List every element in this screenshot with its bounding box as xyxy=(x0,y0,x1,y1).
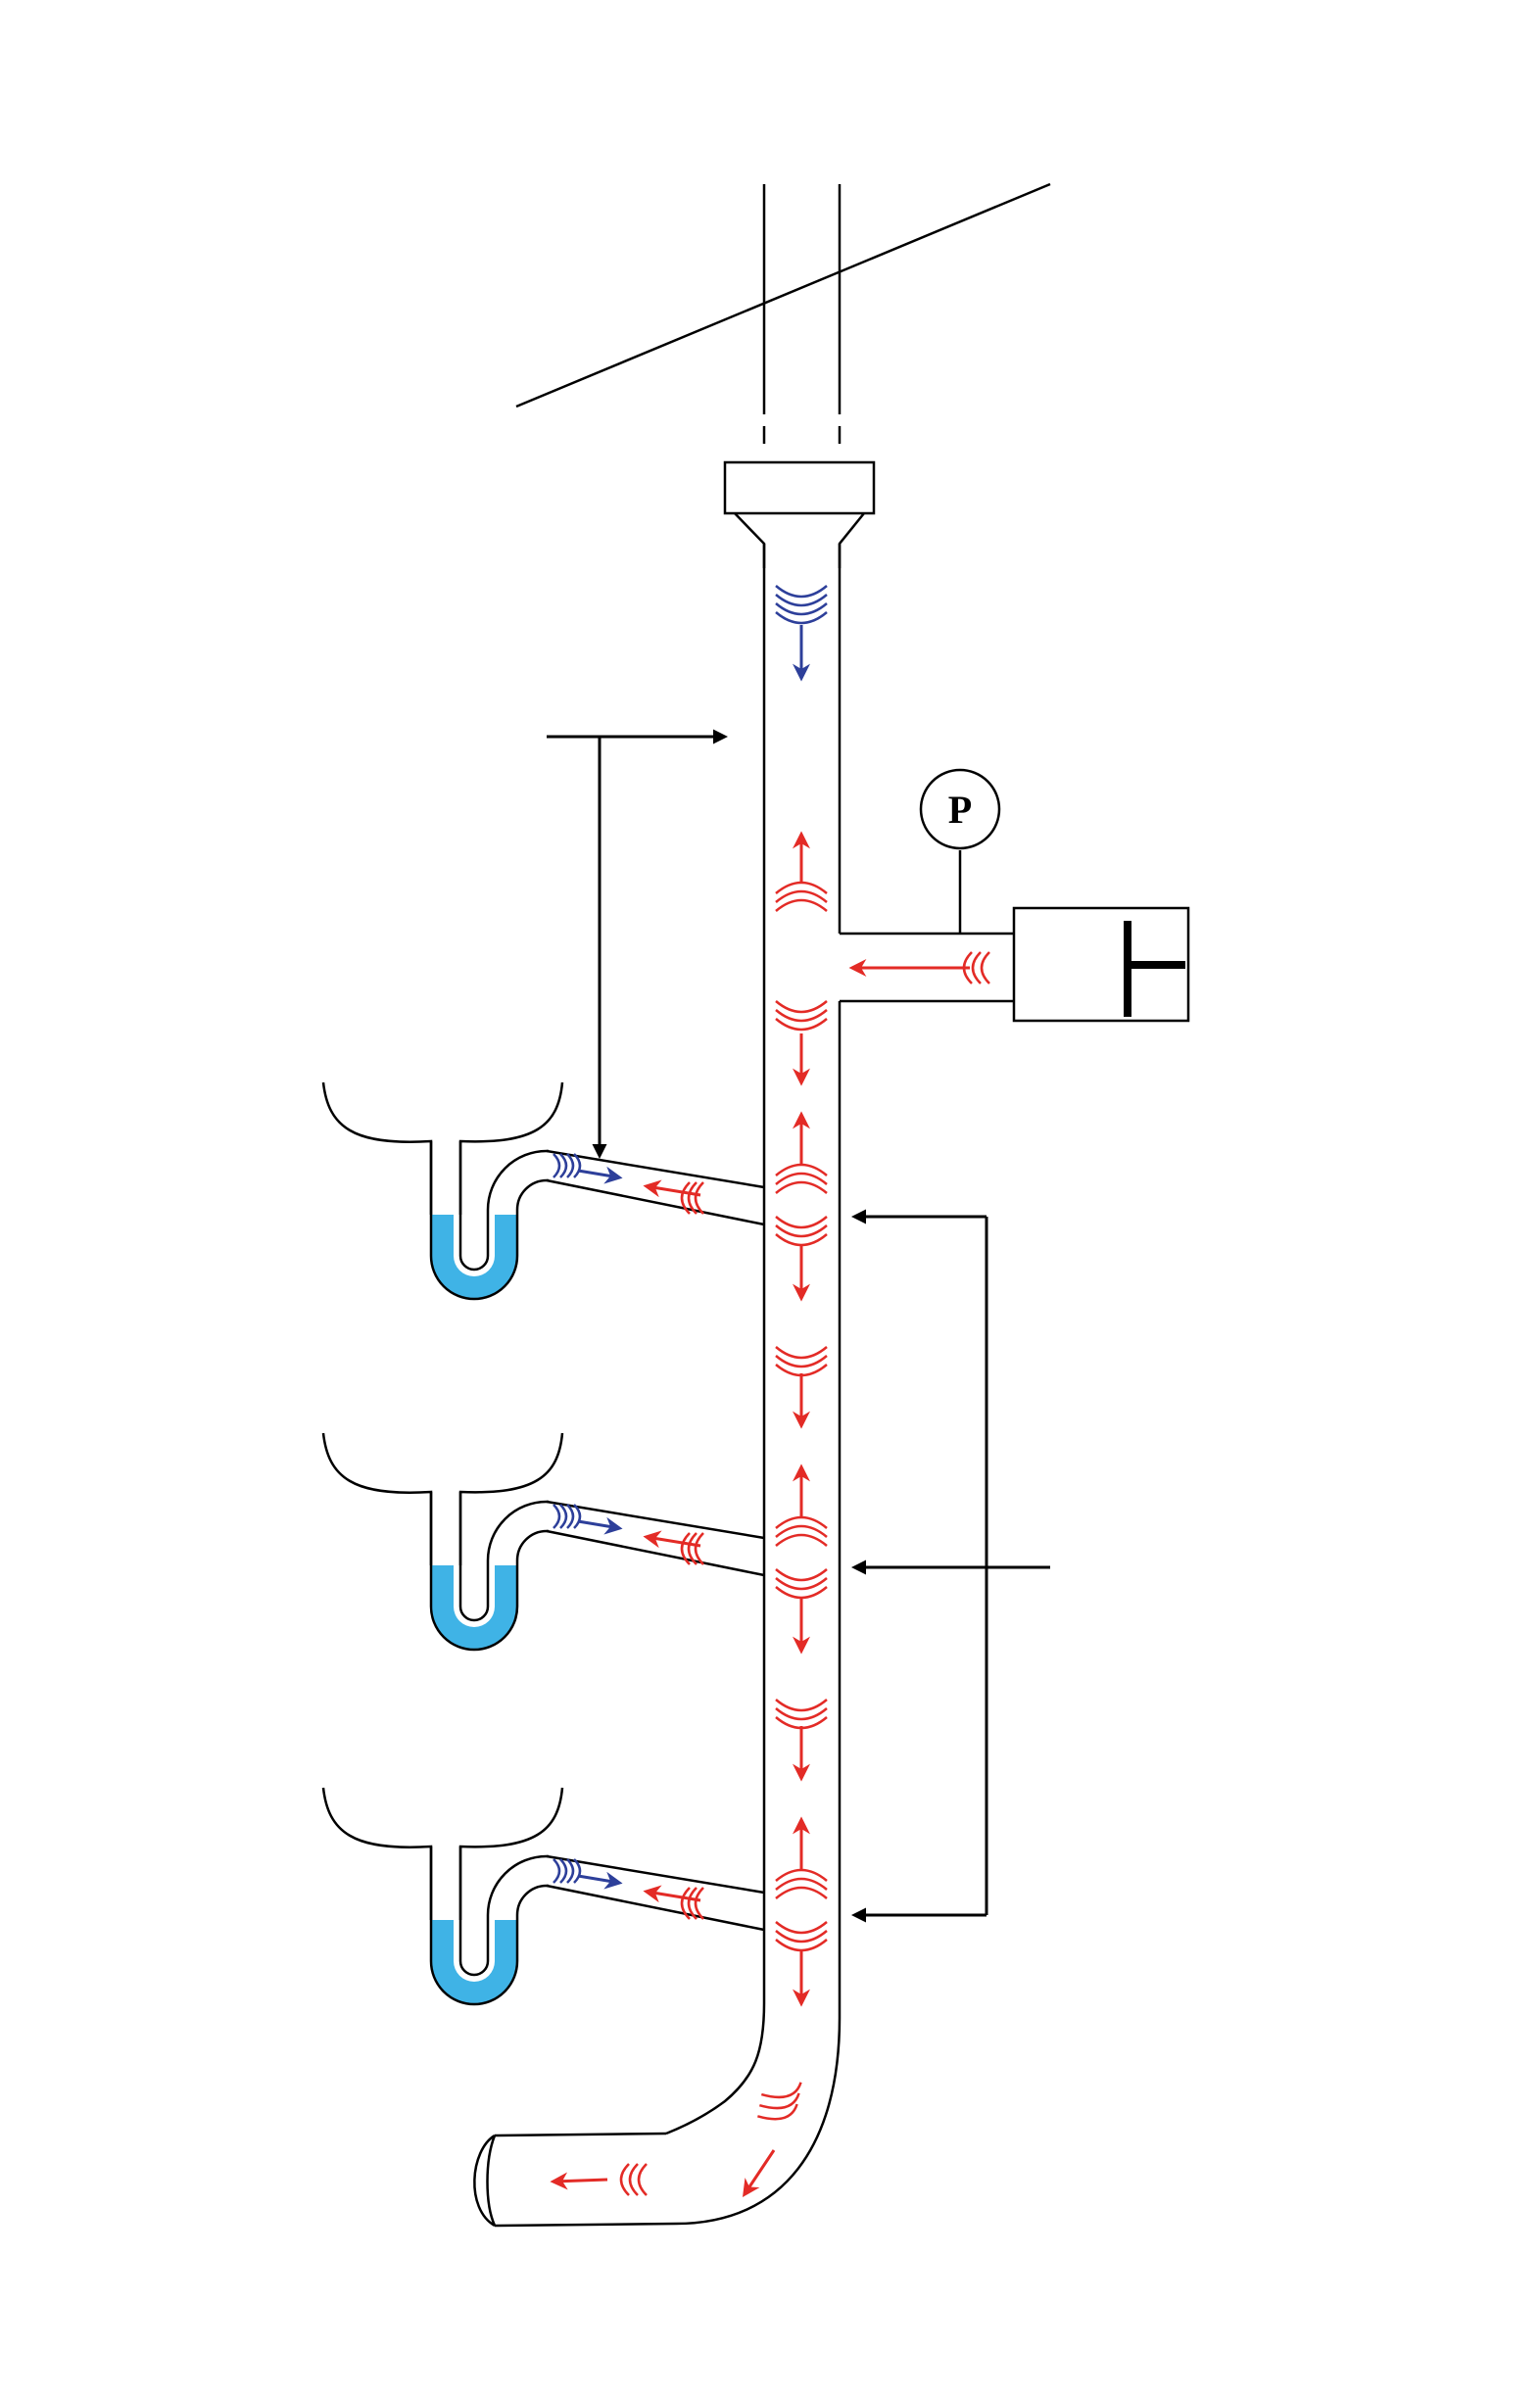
pressure-wave-icon xyxy=(775,1568,828,1600)
sink-basin xyxy=(321,1081,564,1215)
pressure-wave-icon xyxy=(775,1921,828,1952)
pressure-wave-icon xyxy=(775,1515,828,1547)
pressure-wave-icon xyxy=(553,1504,582,1529)
pressure-wave-icon xyxy=(775,1699,828,1730)
vent-pipe-top xyxy=(762,184,842,456)
fan-box xyxy=(1012,906,1190,1023)
pressure-wave-icon xyxy=(775,1346,828,1377)
flow-arrow-icon xyxy=(643,1885,701,1903)
pressure-wave-icon xyxy=(553,1858,582,1884)
pressure-wave-icon xyxy=(775,1868,828,1899)
flow-arrow-icon xyxy=(643,1530,701,1549)
pressure-wave-icon xyxy=(775,585,828,625)
trap-water xyxy=(432,1215,516,1298)
flow-arrow-icon xyxy=(643,1179,701,1198)
flow-arrow-icon xyxy=(577,1166,623,1184)
pressure-gauge-label: P xyxy=(948,788,972,832)
sink-basin xyxy=(321,1787,564,1920)
pressure-wave-icon xyxy=(757,2082,802,2121)
pressure-gauge-icon xyxy=(919,768,1001,850)
fixture-3 xyxy=(321,1787,765,2006)
fan-branch-pipe xyxy=(840,932,1014,1003)
annotation-leaders xyxy=(547,729,1050,1923)
roof-line xyxy=(515,182,1051,408)
pressure-wave-icon xyxy=(680,1181,704,1215)
building-drain xyxy=(473,2132,677,2228)
p-trap xyxy=(429,1141,549,1301)
flow-arrow-icon xyxy=(577,1871,623,1890)
branch-pipe xyxy=(546,1500,765,1577)
branch-pipe xyxy=(546,1149,765,1226)
flow-arrow-icon xyxy=(577,1516,623,1535)
pressure-wave-icon xyxy=(619,2163,648,2196)
pressure-wave-icon xyxy=(775,881,828,912)
pressure-wave-icon xyxy=(775,1000,828,1032)
pressure-wave-icon xyxy=(775,1216,828,1247)
p-trap xyxy=(429,1847,549,2006)
drain-stack xyxy=(665,544,842,2226)
fixture-1 xyxy=(321,1081,765,1301)
pipe-collar xyxy=(723,460,876,568)
trap-water xyxy=(432,1565,516,1649)
pressure-wave-icon xyxy=(775,1163,828,1194)
pressure-wave-icon xyxy=(680,1532,704,1565)
fan-icon xyxy=(1124,921,1185,1017)
trap-water xyxy=(432,1920,516,2003)
flow-arrow-icon xyxy=(743,2149,776,2197)
flow-arrow-icon xyxy=(550,2172,608,2190)
pressure-wave-icon xyxy=(553,1153,582,1178)
p-trap xyxy=(429,1492,549,1652)
fixture-2 xyxy=(321,1432,765,1652)
sink-basin xyxy=(321,1432,564,1565)
branch-pipe xyxy=(546,1854,765,1932)
pressure-wave-icon xyxy=(680,1887,704,1920)
